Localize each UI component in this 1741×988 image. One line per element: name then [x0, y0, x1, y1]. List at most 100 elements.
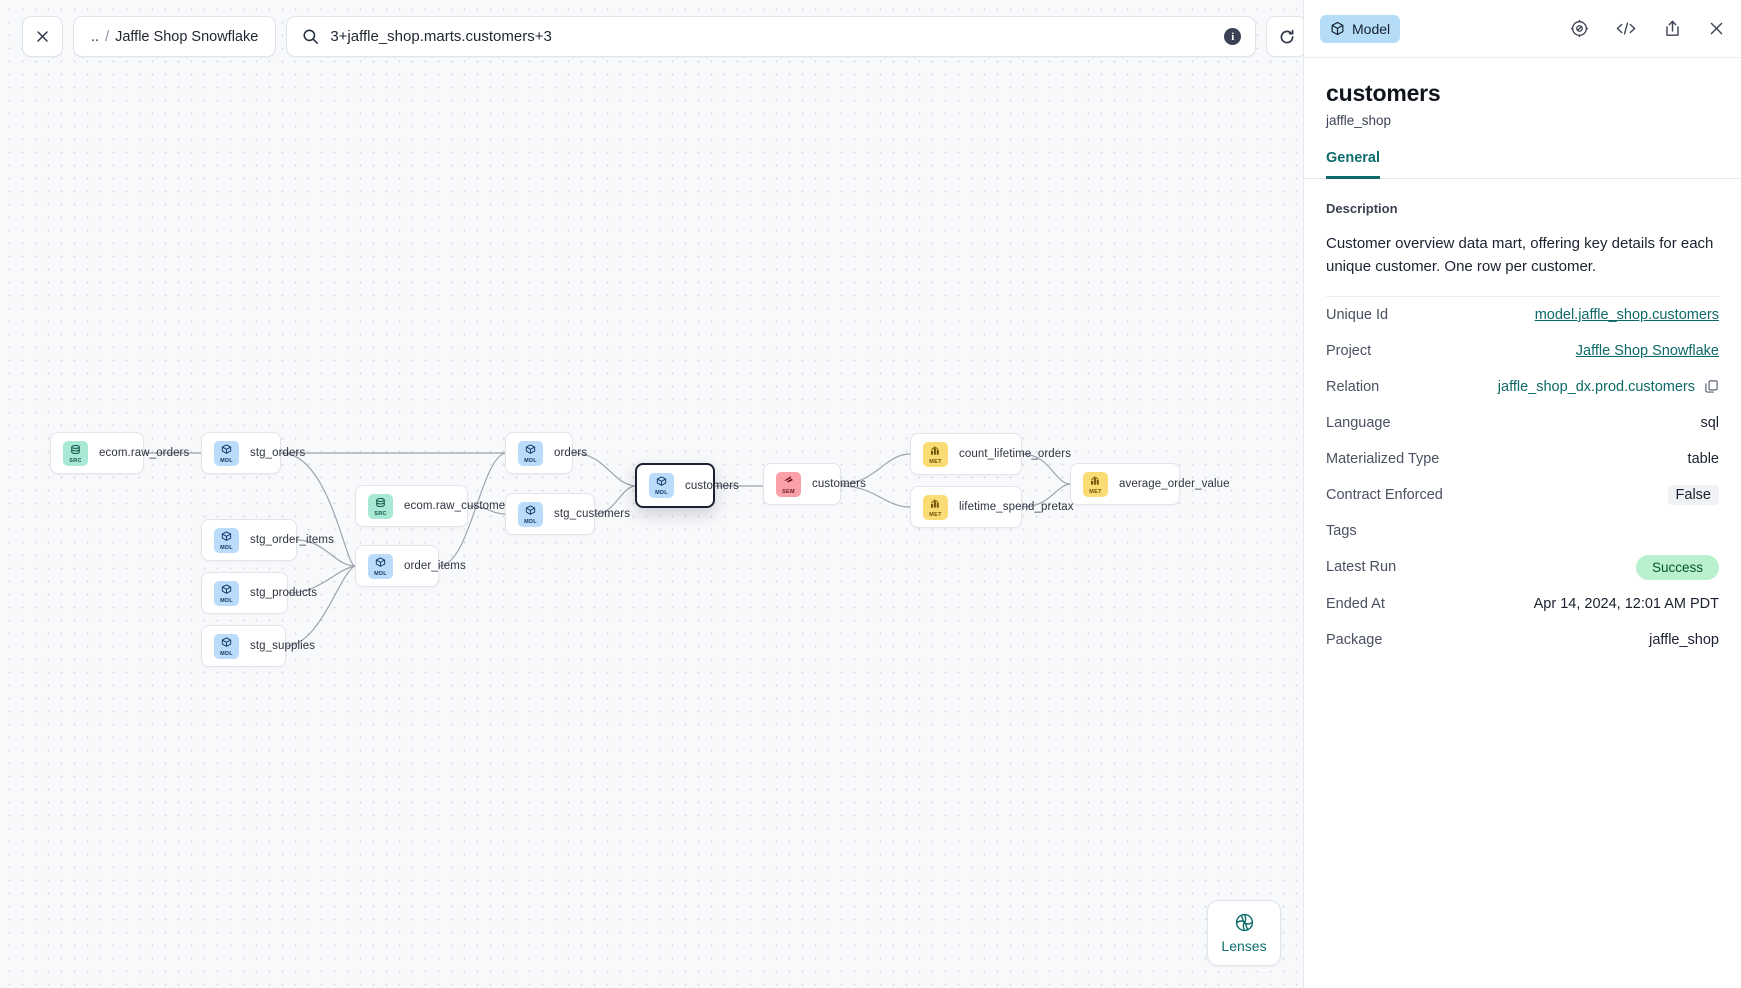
detail-row-value-wrap: table: [1688, 451, 1719, 467]
detail-row-value[interactable]: model.jaffle_shop.customers: [1534, 306, 1719, 323]
node-type-badge-sem-icon: SEM: [776, 471, 801, 497]
node-label: average_order_value: [1119, 478, 1230, 490]
search-icon: [302, 28, 319, 45]
lineage-edge: [1021, 483, 1071, 508]
detail-row-value: Apr 14, 2024, 12:01 AM PDT: [1533, 595, 1719, 612]
lineage-edge: [296, 539, 356, 567]
node-type-badge-mdl-icon: MDL: [214, 580, 239, 606]
refresh-icon: [1278, 28, 1296, 46]
tab-general[interactable]: General: [1326, 150, 1380, 179]
node-label: count_lifetime_orders: [959, 448, 1072, 460]
node-type-badge-mdl-icon: MDL: [368, 553, 393, 579]
detail-row-value: table: [1687, 450, 1719, 467]
canvas-toolbar: .. / Jaffle Shop Snowflake i: [22, 16, 1303, 57]
node-label: stg_supplies: [250, 640, 316, 652]
detail-tabs: General: [1304, 150, 1741, 179]
node-label: stg_products: [250, 587, 318, 599]
detail-panel-header: Model: [1304, 0, 1741, 58]
node-type-badge-mdl-icon: MDL: [518, 440, 543, 466]
detail-row-key: Ended At: [1326, 595, 1385, 612]
lineage-edge: [438, 452, 506, 567]
compass-icon[interactable]: [1570, 19, 1589, 38]
search-input[interactable]: [330, 28, 1214, 45]
detail-row-key: Contract Enforced: [1326, 486, 1443, 503]
lineage-edge: [840, 453, 911, 485]
detail-row-key: Package: [1326, 631, 1383, 648]
detail-row-value: False: [1667, 484, 1719, 505]
lineage-search-bar[interactable]: i: [286, 16, 1257, 57]
node-type-badge-mdl-icon: MDL: [214, 527, 239, 553]
lineage-edge: [572, 452, 636, 487]
close-panel-icon[interactable]: [1708, 20, 1725, 37]
node-label: orders: [554, 447, 588, 459]
lineage-node-stg_order_items[interactable]: MDL stg_order_items: [201, 519, 334, 561]
code-icon[interactable]: [1615, 19, 1637, 38]
detail-row-value-wrap: False: [1667, 484, 1719, 505]
detail-row-value: sql: [1700, 414, 1719, 431]
lineage-node-stg_products[interactable]: MDL stg_products: [201, 572, 317, 614]
lineage-node-orders[interactable]: MDL orders: [505, 432, 587, 474]
node-label: customers: [685, 479, 739, 492]
lineage-edge: [840, 485, 911, 508]
detail-row-value: jaffle_shop: [1649, 631, 1719, 648]
lineage-node-lifetime_spend_pretax[interactable]: MET lifetime_spend_pretax: [910, 486, 1074, 528]
node-type-badge-met-icon: MET: [923, 494, 948, 520]
detail-row-value-wrap: sql: [1700, 415, 1719, 431]
cube-icon: [1330, 21, 1345, 36]
node-label: stg_orders: [250, 447, 306, 459]
breadcrumb-separator: /: [105, 28, 110, 45]
lineage-node-customers_semantic[interactable]: SEM customers: [763, 463, 866, 505]
search-info-icon[interactable]: i: [1224, 28, 1242, 45]
breadcrumb[interactable]: .. / Jaffle Shop Snowflake: [73, 16, 277, 57]
lineage-node-stg_supplies[interactable]: MDL stg_supplies: [201, 625, 315, 667]
node-label: lifetime_spend_pretax: [959, 501, 1074, 513]
detail-row-ended-at: Ended At Apr 14, 2024, 12:01 AM PDT: [1326, 586, 1719, 622]
detail-row-value-wrap: jaffle_shop_dx.prod.customers: [1498, 379, 1719, 395]
node-type-badge-src-icon: SRC: [63, 440, 88, 466]
node-type-badge-met-icon: MET: [923, 441, 948, 467]
node-label: stg_order_items: [250, 534, 334, 546]
breadcrumb-prefix: ..: [91, 28, 100, 45]
resource-type-badge[interactable]: Model: [1320, 14, 1401, 43]
lineage-node-count_lifetime_orders[interactable]: MET count_lifetime_orders: [910, 433, 1071, 475]
detail-row-value[interactable]: jaffle_shop_dx.prod.customers: [1497, 378, 1695, 395]
node-label: customers: [812, 478, 866, 490]
detail-row-value-wrap: model.jaffle_shop.customers: [1535, 307, 1719, 323]
lenses-button[interactable]: Lenses: [1207, 900, 1281, 966]
close-lineage-button[interactable]: [22, 16, 63, 57]
refresh-button[interactable]: [1266, 16, 1303, 57]
share-icon[interactable]: [1663, 19, 1682, 38]
lineage-node-ecom_raw_orders[interactable]: SRC ecom.raw_orders: [50, 432, 189, 474]
detail-row-value-wrap: Success: [1635, 554, 1719, 580]
detail-row-value[interactable]: Jaffle Shop Snowflake: [1575, 342, 1719, 359]
close-icon: [35, 29, 50, 44]
lineage-edge: [287, 565, 356, 594]
node-label: ecom.raw_orders: [99, 447, 190, 459]
lineage-canvas[interactable]: .. / Jaffle Shop Snowflake i: [0, 0, 1303, 988]
node-type-badge-mdl-icon: MDL: [214, 633, 239, 659]
detail-row-value-wrap: Jaffle Shop Snowflake: [1576, 343, 1719, 359]
detail-row-materialized-type: Materialized Type table: [1326, 441, 1719, 477]
breadcrumb-project: Jaffle Shop Snowflake: [115, 28, 259, 45]
detail-row-unique-id: Unique Id model.jaffle_shop.customers: [1326, 297, 1719, 333]
aperture-icon: [1234, 912, 1255, 933]
page-title: customers: [1326, 80, 1441, 106]
detail-row-key: Unique Id: [1326, 306, 1389, 323]
page-subtitle: jaffle_shop: [1326, 113, 1392, 128]
lineage-edge: [1021, 453, 1071, 485]
detail-row-key: Materialized Type: [1326, 450, 1440, 467]
description-label: Description: [1326, 201, 1398, 216]
detail-row-value: Success: [1635, 554, 1719, 580]
copy-icon[interactable]: [1704, 379, 1719, 394]
detail-row-key: Latest Run: [1326, 559, 1397, 575]
detail-panel-title-block: customers jaffle_shop: [1304, 58, 1741, 128]
